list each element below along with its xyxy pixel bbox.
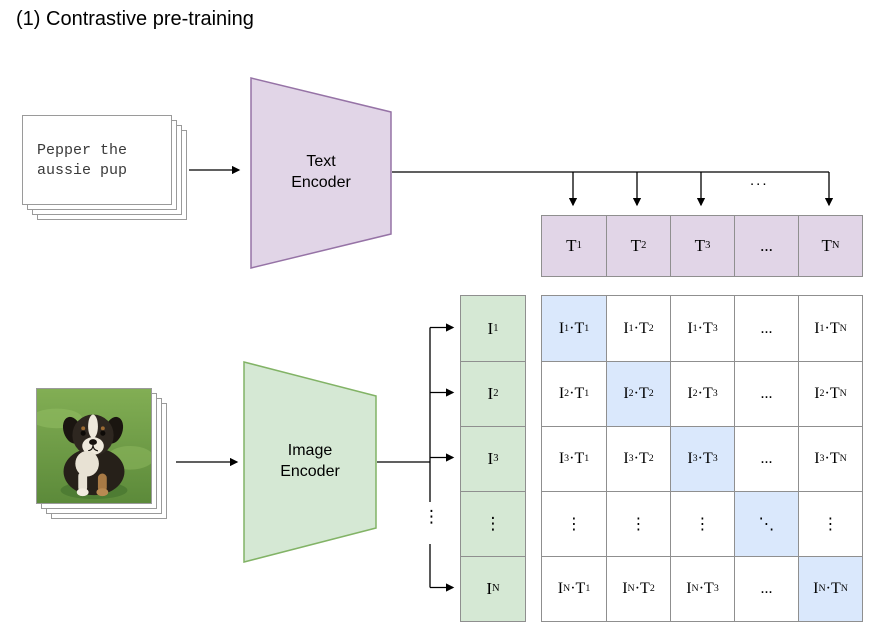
matrix-cell: ⋮ bbox=[542, 491, 606, 556]
puppy-photo bbox=[36, 388, 152, 504]
matrix-cell: ... bbox=[734, 426, 798, 491]
matrix-cell: ... bbox=[734, 556, 798, 621]
matrix-cell: ⋱ bbox=[734, 491, 798, 556]
text-input-stack: Pepper the aussie pup bbox=[22, 115, 187, 220]
branch-ellipsis: ⋮ bbox=[423, 507, 440, 526]
matrix-cell: ... bbox=[734, 296, 798, 361]
text-encoder-shape bbox=[250, 77, 392, 269]
image-embedding-ellipsis: ⋮ bbox=[461, 491, 525, 556]
trunk-ellipsis: ... bbox=[750, 172, 769, 189]
text-input-card: Pepper the aussie pup bbox=[22, 115, 172, 205]
text-input-line: aussie pup bbox=[37, 161, 128, 179]
text-embedding-ellipsis: ... bbox=[734, 216, 798, 276]
image-input-stack bbox=[36, 388, 167, 519]
image-encoder-shape bbox=[243, 361, 377, 563]
text-input-line: Pepper the bbox=[37, 141, 128, 159]
diagram-title: (1) Contrastive pre-training bbox=[16, 8, 254, 30]
puppy-illustration bbox=[37, 389, 151, 503]
matrix-cell: ⋮ bbox=[606, 491, 670, 556]
matrix-cell: ... bbox=[734, 361, 798, 426]
matrix-cell: ⋮ bbox=[670, 491, 734, 556]
matrix-cell: ⋮ bbox=[798, 491, 862, 556]
